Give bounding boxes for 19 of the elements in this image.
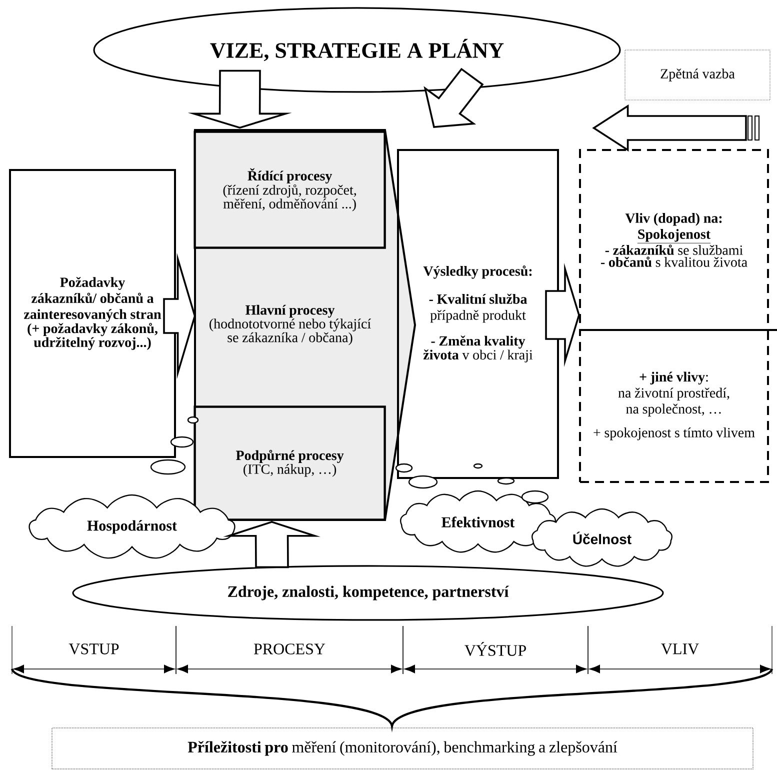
results-box: Výsledky procesů: - Kvalitní služba případně produkt - Změna kvality života v obci / kraji (397, 149, 559, 479)
block-arrow (188, 70, 292, 129)
opportunities-box: Příležitosti pro měření (monitorování), benchmarking a zlepšování (52, 728, 754, 770)
phase-label: VSTUP (68, 644, 119, 654)
cloud: Efektivnost (395, 463, 556, 553)
process-box: Řídící procesy (řízení zdrojů, rozpočet, měření, odměňování ...) (194, 130, 386, 249)
phase-label: PROCESY (254, 644, 326, 654)
process-box: Podpůrné procesy (ITC, nákup, …) (194, 406, 386, 521)
block-arrow (223, 520, 320, 568)
cloud: Hospodárnost (28, 416, 236, 559)
feedback-label-box: Zpětná vazba (624, 50, 770, 100)
block-arrow (163, 252, 196, 380)
impact-box: Vliv (dopad) na: Spokojenost - zákazníků se službami - občanů s kvalitou života (579, 149, 769, 331)
requirements-box: Požadavky zákazníků/ občanů a zainteresovaných stran (+ požadavky zákonů, udržitelný rozvoj...) (9, 169, 176, 458)
block-arrow (545, 262, 580, 368)
phase-label: VÝSTUP (464, 642, 526, 656)
impact-box: + jiné vlivy: na životní prostředí, na společnost, … + spokojenost s tímto vlivem (579, 328, 769, 483)
phase-label: VLIV (661, 644, 699, 654)
block-arrow (592, 104, 760, 152)
